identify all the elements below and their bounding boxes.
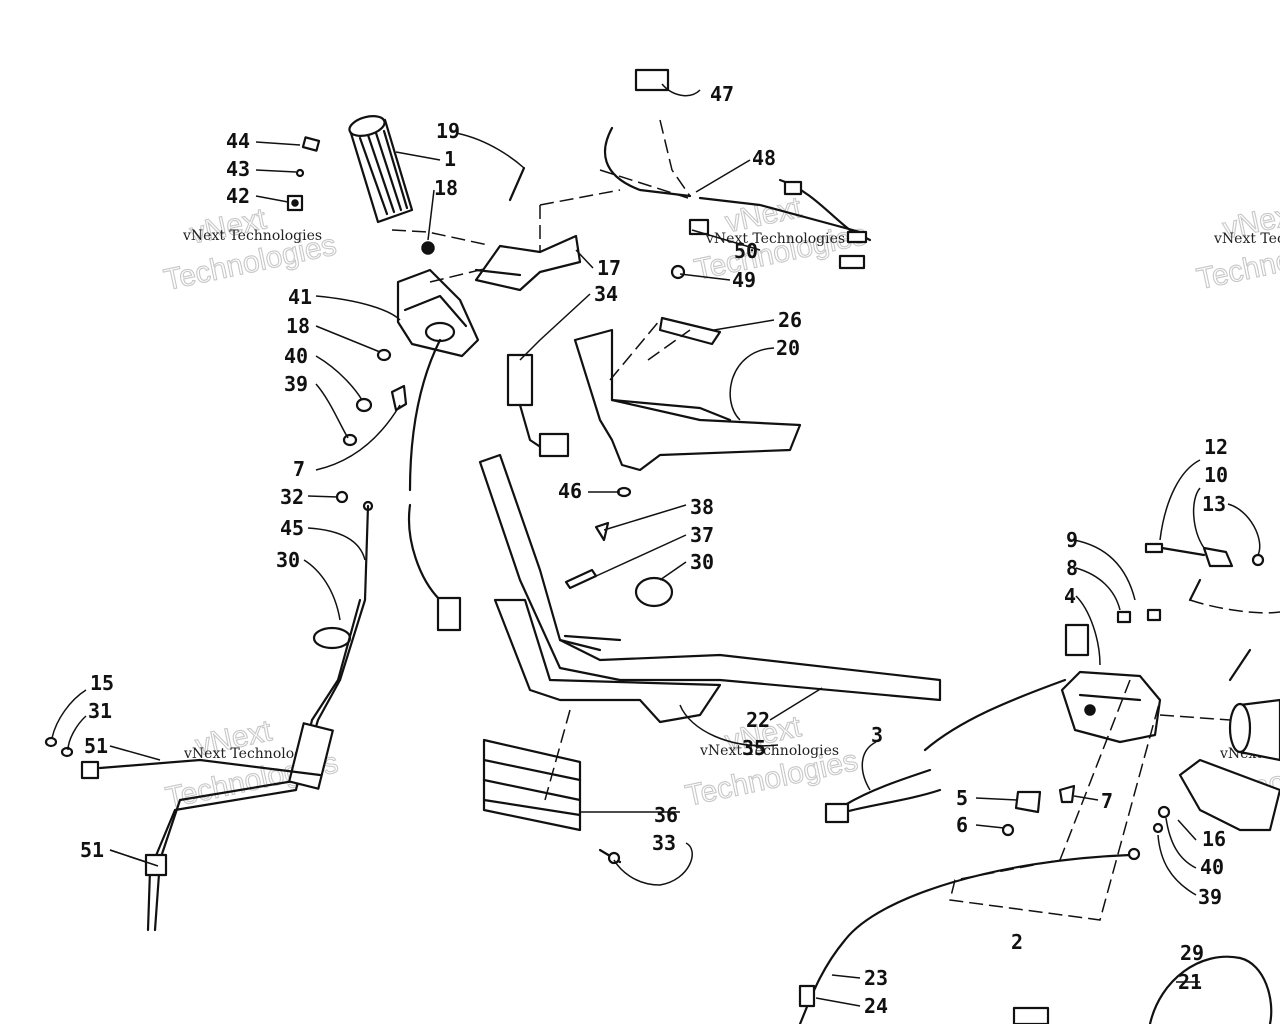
switch-49-50: [670, 218, 710, 280]
assembly-lines: [391, 119, 1280, 921]
callout-20: 20: [776, 336, 800, 360]
callout-49: 49: [732, 268, 756, 292]
callout-8: 8: [1066, 556, 1078, 580]
part-21-29: [1012, 955, 1273, 1024]
callout-4: 4: [1064, 584, 1076, 608]
callout-31: 31: [88, 699, 112, 723]
callout-43: 43: [226, 157, 250, 181]
callout-41: 41: [288, 285, 312, 309]
callout-37: 37: [690, 523, 714, 547]
callout-39-left: 39: [284, 372, 308, 396]
callout-3: 3: [871, 723, 883, 747]
watermark-small-top-left: vNext Technologies: [182, 228, 322, 244]
callout-24: 24: [864, 994, 888, 1018]
callout-19: 19: [436, 119, 460, 143]
callout-32: 32: [280, 485, 304, 509]
callout-22: 22: [746, 708, 770, 732]
callout-15: 15: [90, 671, 114, 695]
callout-1: 1: [444, 147, 456, 171]
leader-lines: [51, 83, 1261, 1007]
callout-9: 9: [1066, 528, 1078, 552]
callout-40-left: 40: [284, 344, 308, 368]
callout-13: 13: [1202, 492, 1226, 516]
callout-45: 45: [280, 516, 304, 540]
throttle-housing: [396, 241, 480, 358]
riser-bracket: [493, 598, 722, 724]
callout-46: 46: [558, 479, 582, 503]
callout-18-top: 18: [434, 176, 458, 200]
brake-lever-bracket: [474, 234, 582, 292]
callout-23: 23: [864, 966, 888, 990]
callout-30-left: 30: [276, 548, 300, 572]
callout-7-right: 7: [1101, 789, 1113, 813]
handlebar-main: [478, 453, 942, 702]
brake-cable: [798, 847, 1141, 1024]
cable-left: [408, 338, 462, 632]
callout-40-right: 40: [1200, 855, 1224, 879]
callout-17: 17: [597, 256, 621, 280]
hardware-37-38: [564, 521, 674, 608]
cable-3: [824, 678, 1067, 824]
watermark-small-bottom-center: vNext Technologies: [699, 743, 839, 759]
callout-30-center: 30: [690, 550, 714, 574]
callout-44: 44: [226, 129, 250, 153]
callout-48: 48: [752, 146, 776, 170]
right-switch-housing: [1001, 608, 1162, 837]
pin-19: [508, 166, 526, 202]
callout-2: 2: [1011, 930, 1023, 954]
watermark-small-top-right: vNext Technologies: [1213, 231, 1280, 247]
callout-33: 33: [652, 831, 676, 855]
callout-36: 36: [654, 803, 678, 827]
regulator-36: [482, 738, 622, 865]
plug-47: [634, 68, 670, 92]
watermark-small-bottom-left: vNext Technologies: [183, 746, 323, 762]
right-grip: [1152, 698, 1280, 834]
callout-16: 16: [1202, 827, 1226, 851]
callout-51-top: 51: [84, 734, 108, 758]
hardware-42-44: [286, 136, 321, 212]
throttle-cable: [44, 490, 374, 932]
callout-42: 42: [226, 184, 250, 208]
handlebar-pad: [573, 316, 802, 472]
callout-38: 38: [690, 495, 714, 519]
callout-29: 29: [1180, 941, 1204, 965]
handlebar-grip: [348, 115, 414, 224]
callout-5: 5: [956, 786, 968, 810]
watermark-small-top-center: vNext Technologies: [705, 231, 845, 247]
callout-47: 47: [710, 82, 734, 106]
callout-6: 6: [956, 813, 968, 837]
callout-50: 50: [734, 239, 758, 263]
callout-26: 26: [778, 308, 802, 332]
callout-12: 12: [1204, 435, 1228, 459]
callout-18-mid: 18: [286, 314, 310, 338]
callout-10: 10: [1204, 463, 1228, 487]
callout-7-left: 7: [293, 457, 305, 481]
cable-48: [604, 126, 872, 270]
callout-39-right: 39: [1198, 885, 1222, 909]
pin-10-13: [1144, 542, 1265, 682]
callout-labels: 1 2 3 4 5 6 7 7 8 9 10 12 13 15 16 17 18…: [80, 82, 1228, 1018]
callout-21: 21: [1178, 970, 1202, 994]
callout-35: 35: [742, 736, 766, 760]
callout-34: 34: [594, 282, 618, 306]
callout-51-bottom: 51: [80, 838, 104, 862]
connector-34: [506, 353, 570, 458]
washers-left: [342, 348, 408, 447]
